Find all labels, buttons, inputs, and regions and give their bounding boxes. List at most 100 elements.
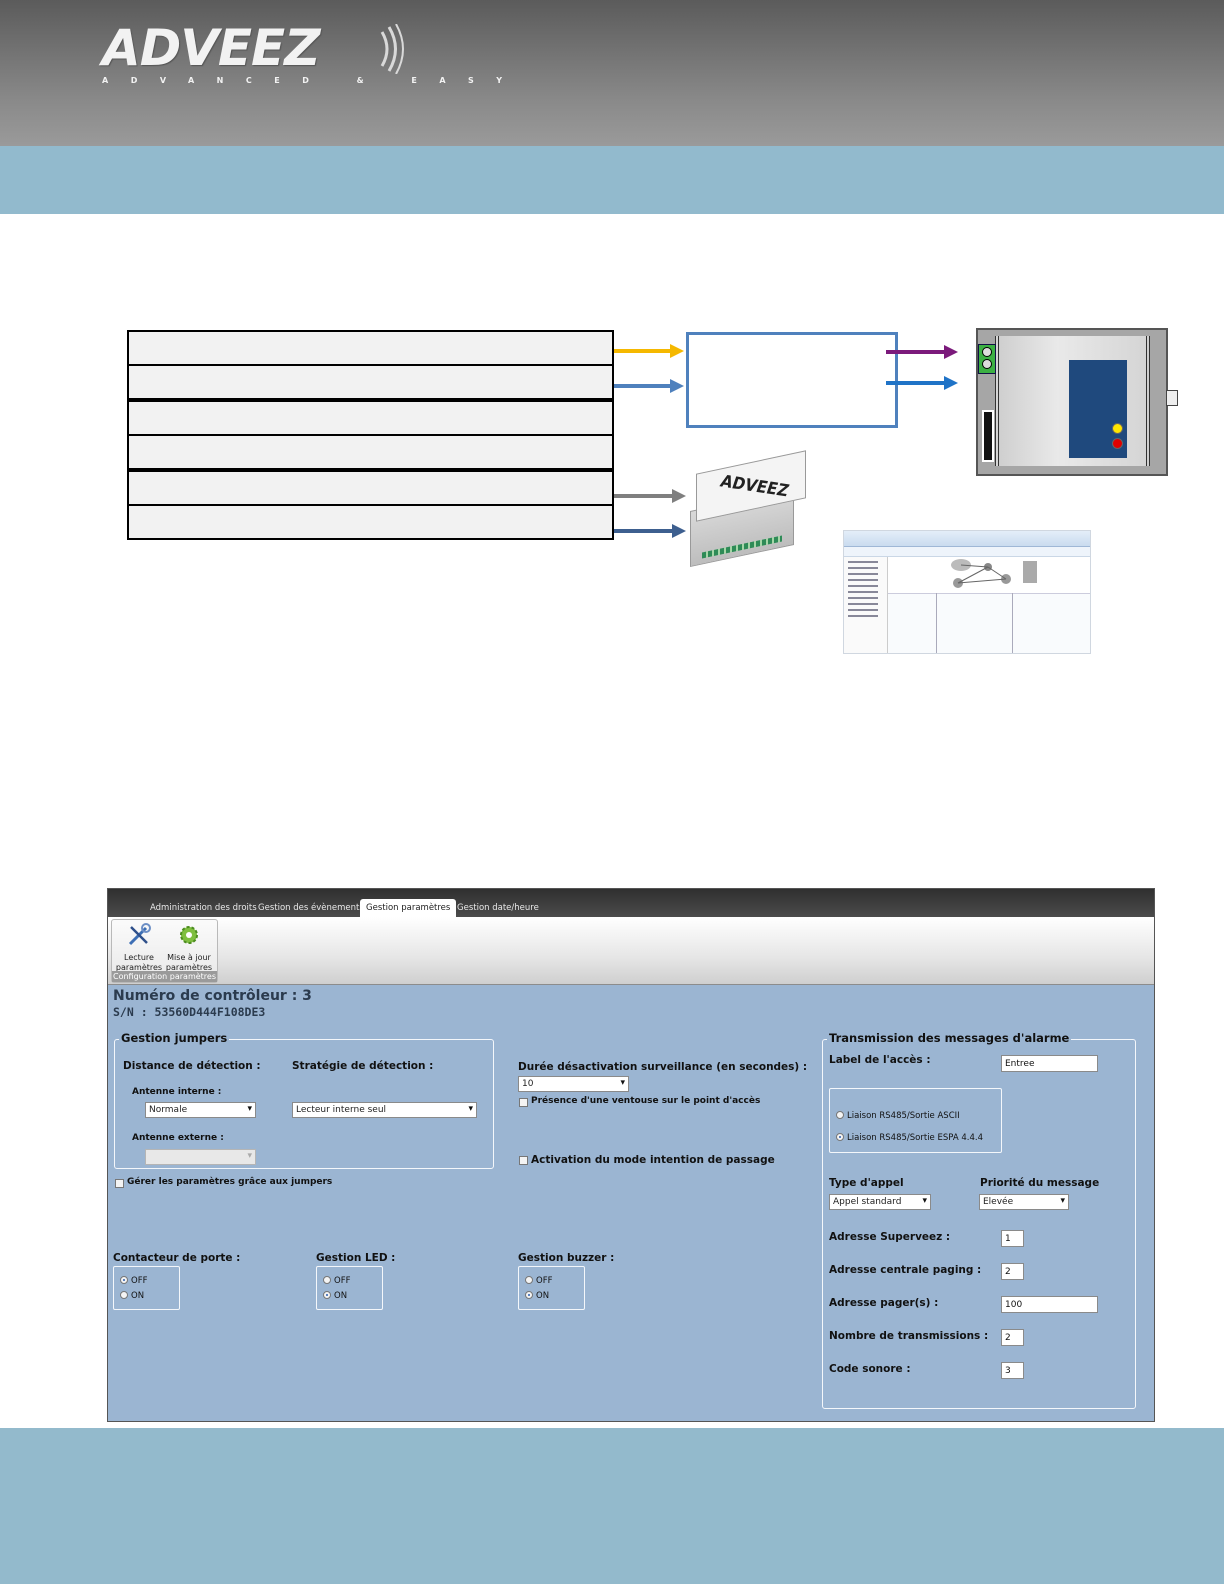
led-radio-group: OFF ON <box>316 1266 383 1310</box>
tab-rights-admin[interactable]: Administration des droits <box>150 903 257 913</box>
radio-dot-icon <box>120 1276 128 1284</box>
led-on-label: ON <box>334 1291 348 1301</box>
intention-label: Activation du mode intention de passage <box>531 1154 775 1166</box>
link-radio-group: Liaison RS485/Sortie ASCII Liaison RS485… <box>829 1088 1002 1153</box>
detection-strategy-select[interactable]: Lecteur interne seul <box>292 1102 477 1118</box>
controller-device <box>976 328 1178 476</box>
led-on-radio[interactable]: ON <box>323 1291 347 1301</box>
door-contact-on-label: ON <box>131 1291 145 1301</box>
sound-code-input[interactable]: 3 <box>1001 1362 1024 1379</box>
radio-dot-icon <box>323 1291 331 1299</box>
radio-dot-icon <box>836 1111 844 1119</box>
intention-checkbox[interactable] <box>519 1156 528 1165</box>
tab-events[interactable]: Gestion des évènements <box>258 903 364 913</box>
internal-antenna-select[interactable]: Normale <box>145 1102 256 1118</box>
external-antenna-select[interactable] <box>145 1149 256 1165</box>
tab-bar: Administration des droits Gestion des év… <box>108 889 1154 917</box>
logo-wordmark: ADVEEZ <box>102 19 320 77</box>
internal-antenna-label: Antenne interne : <box>132 1087 222 1097</box>
pagers-input[interactable]: 100 <box>1001 1296 1098 1313</box>
device-housing <box>995 336 1150 466</box>
diagram-arrows <box>614 344 958 538</box>
link-espa-radio[interactable]: Liaison RS485/Sortie ESPA 4.4.4 <box>836 1133 983 1143</box>
signal-waves-icon <box>380 24 404 74</box>
arrow-row6-icon <box>614 524 686 538</box>
call-type-select[interactable]: Appel standard <box>829 1194 931 1210</box>
external-antenna-label: Antenne externe : <box>132 1133 224 1143</box>
controller-box <box>686 332 898 428</box>
thumb-divider <box>1012 593 1013 653</box>
arrow-out1-icon <box>886 345 958 359</box>
read-parameters-button[interactable]: Lecture paramètres <box>114 922 164 973</box>
connector-icon <box>982 410 994 462</box>
yellow-led-icon <box>1112 423 1123 434</box>
paging-input[interactable]: 2 <box>1001 1263 1024 1280</box>
access-label: Label de l'accès : <box>829 1054 931 1066</box>
radio-dot-icon <box>323 1276 331 1284</box>
buzzer-label: Gestion buzzer : <box>518 1252 615 1264</box>
header-banner: ADVEEZ ADVANCED & EASY <box>0 0 1224 146</box>
controller-number-title: Numéro de contrôleur : 3 <box>113 988 312 1004</box>
software-thumbnail <box>843 530 1091 654</box>
door-contact-label: Contacteur de porte : <box>113 1252 241 1264</box>
update-label-line2: paramètres <box>165 963 213 972</box>
door-contact-off-label: OFF <box>131 1276 148 1286</box>
manage-jumpers-label: Gérer les paramètres grâce aux jumpers <box>127 1177 333 1187</box>
superveez-label: Adresse Superveez : <box>829 1231 951 1243</box>
superveez-input[interactable]: 1 <box>1001 1230 1024 1247</box>
ribbon: Lecture paramètres Mise à jour paramètre… <box>108 917 1154 985</box>
update-parameters-button[interactable]: Mise à jour paramètres <box>164 922 214 973</box>
suction-label: Présence d'une ventouse sur le point d'a… <box>531 1096 761 1106</box>
transmissions-label: Nombre de transmissions : <box>829 1330 989 1342</box>
red-led-icon <box>1112 438 1123 449</box>
manage-jumpers-checkbox[interactable] <box>115 1179 124 1188</box>
led-off-label: OFF <box>334 1276 351 1286</box>
link-espa-label: Liaison RS485/Sortie ESPA 4.4.4 <box>847 1133 983 1143</box>
plug-icon <box>1166 390 1178 406</box>
buzzer-off-radio[interactable]: OFF <box>525 1276 552 1286</box>
surveillance-duration-label: Durée désactivation surveillance (en sec… <box>518 1061 808 1073</box>
link-ascii-radio[interactable]: Liaison RS485/Sortie ASCII <box>836 1111 960 1121</box>
buzzer-off-label: OFF <box>536 1276 553 1286</box>
door-contact-off-radio[interactable]: OFF <box>120 1276 147 1286</box>
door-contact-radio-group: OFF ON <box>113 1266 180 1310</box>
ribbon-group-label: Configuration paramètres <box>112 971 217 982</box>
thumb-canvas <box>888 557 1090 593</box>
thumb-sidebar <box>844 557 888 653</box>
radio-dot-icon <box>525 1276 533 1284</box>
radio-dot-icon <box>525 1291 533 1299</box>
arrow-out2-icon <box>886 376 958 390</box>
input-rows <box>127 330 614 540</box>
access-input[interactable]: Entree <box>1001 1055 1098 1072</box>
surveillance-duration-select[interactable]: 10 <box>518 1076 629 1092</box>
call-type-label: Type d'appel <box>829 1177 904 1189</box>
suction-checkbox[interactable] <box>519 1098 528 1107</box>
buzzer-on-label: ON <box>536 1291 550 1301</box>
ribbon-group-config: Lecture paramètres Mise à jour paramètre… <box>111 919 218 983</box>
tab-parameters[interactable]: Gestion paramètres <box>360 899 457 917</box>
transmissions-input[interactable]: 2 <box>1001 1329 1024 1346</box>
jumpers-fieldset: Gestion jumpers Distance de détection : … <box>114 1031 494 1169</box>
tab-datetime[interactable]: Gestion date/heure <box>457 903 539 913</box>
read-label-line1: Lecture <box>124 953 154 962</box>
priority-label: Priorité du message <box>980 1177 1100 1189</box>
update-label-line1: Mise à jour <box>167 953 211 962</box>
led-label: Gestion LED : <box>316 1252 396 1264</box>
paging-label: Adresse centrale paging : <box>829 1264 982 1276</box>
door-contact-on-radio[interactable]: ON <box>120 1291 144 1301</box>
buzzer-on-radio[interactable]: ON <box>525 1291 549 1301</box>
input-row <box>127 434 614 470</box>
priority-select[interactable]: Elevée <box>979 1194 1069 1210</box>
detection-distance-label: Distance de détection : <box>123 1060 261 1072</box>
alarm-legend: Transmission des messages d'alarme <box>827 1031 1072 1045</box>
footer-band <box>0 1428 1224 1584</box>
thumb-panels <box>888 593 1090 653</box>
arrow-row1-icon <box>614 344 684 358</box>
radio-dot-icon <box>120 1291 128 1299</box>
gear-update-icon <box>180 926 198 944</box>
input-row <box>127 504 614 540</box>
sound-code-label: Code sonore : <box>829 1363 911 1375</box>
led-off-radio[interactable]: OFF <box>323 1276 350 1286</box>
adveez-logo: ADVEEZ ADVANCED & EASY <box>102 22 525 85</box>
